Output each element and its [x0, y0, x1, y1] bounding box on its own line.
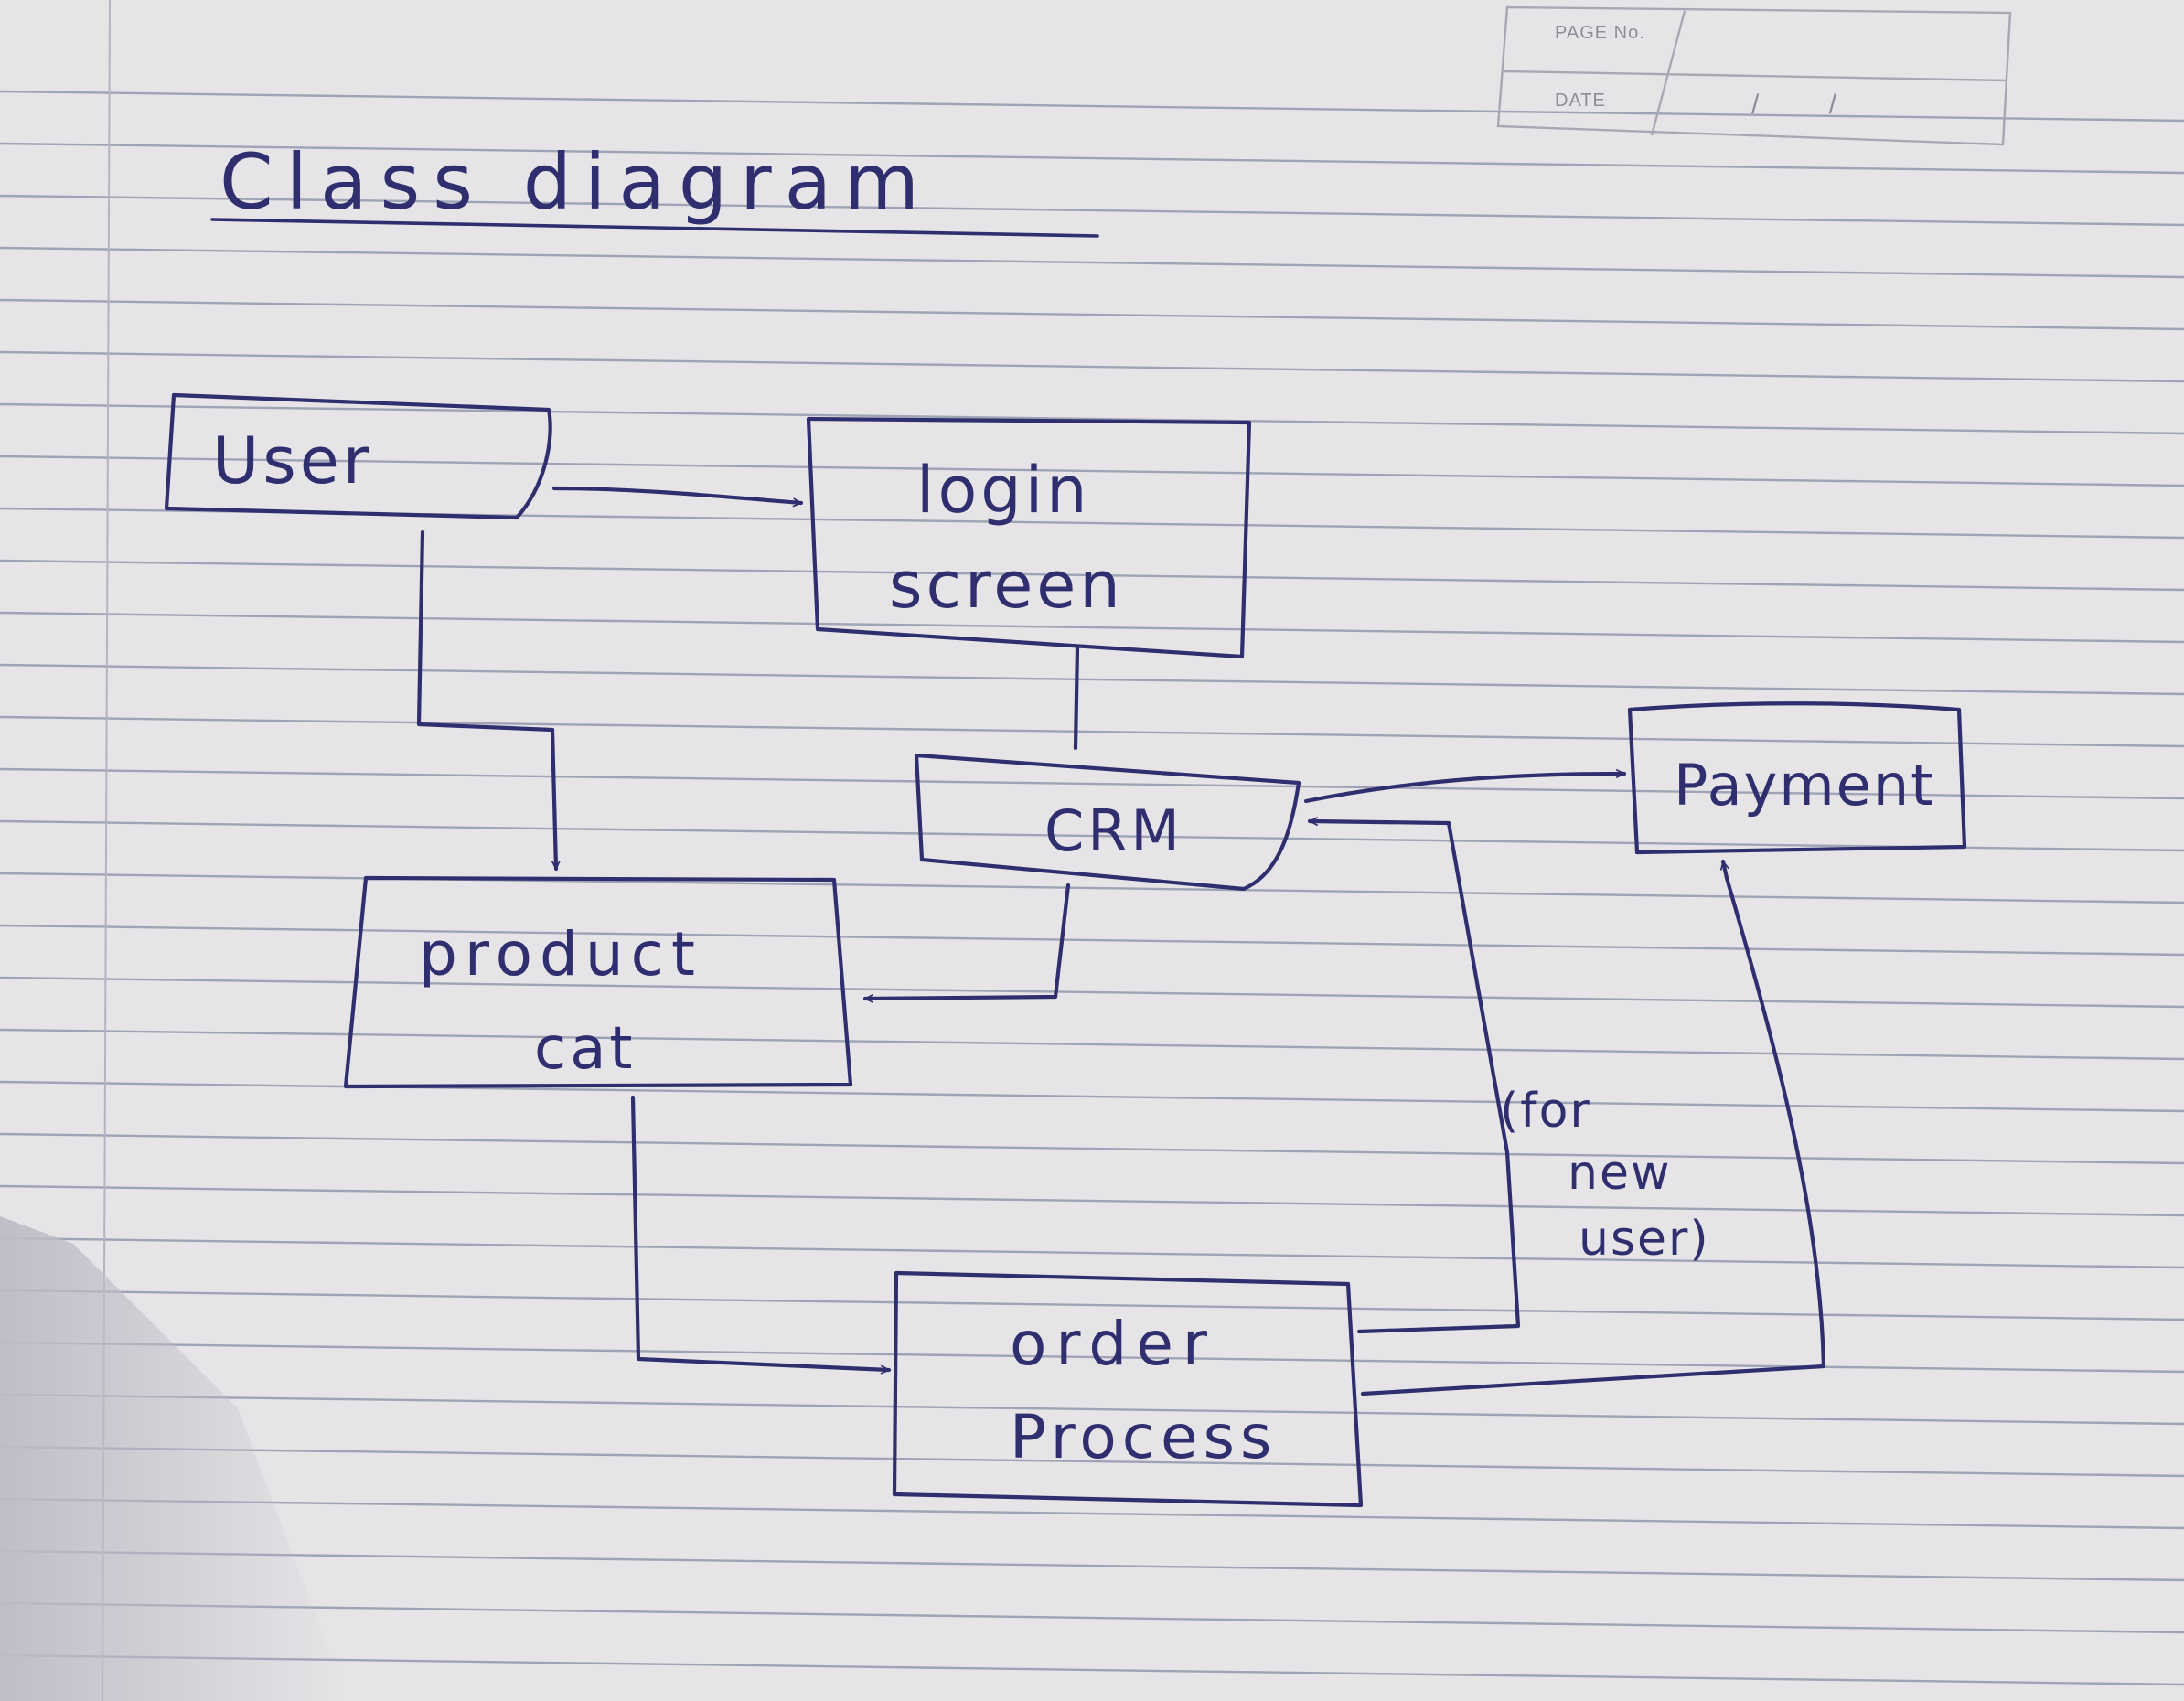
ruled-line — [0, 976, 2184, 1009]
edge-order-payment — [1360, 859, 1826, 1396]
ruled-line — [0, 1549, 2184, 1582]
annotation-line2: new — [1568, 1146, 1671, 1201]
node-login-screen: login screen — [806, 416, 1252, 659]
edge-user-product — [416, 530, 556, 872]
ruled-line — [0, 1028, 2184, 1061]
ruled-line — [0, 402, 2184, 435]
node-login-line1: login — [916, 453, 1091, 528]
annotation-for-new-user: (for new user) — [1500, 1084, 1710, 1267]
page-shadow — [0, 1216, 348, 1701]
ruled-line — [0, 1184, 2184, 1217]
ruled-line — [0, 611, 2184, 644]
ruled-line — [0, 819, 2184, 852]
annotation-line3: user) — [1579, 1212, 1710, 1267]
ruled-line — [0, 194, 2184, 227]
ruled-line — [0, 90, 2184, 123]
diagram-title: Class diagram — [219, 137, 932, 227]
ruled-line — [0, 246, 2184, 279]
edge-crm-product — [862, 883, 1071, 999]
date-label: DATE — [1555, 91, 1606, 111]
node-product-line2: cat — [534, 1015, 637, 1083]
edge-crm-payment — [1303, 774, 1627, 804]
ruled-line — [0, 559, 2184, 592]
ruled-line — [0, 767, 2184, 800]
node-product-line1: product — [419, 919, 702, 990]
node-product-cat: product cat — [343, 875, 853, 1089]
ruled-line — [0, 924, 2184, 957]
ruled-line — [0, 298, 2184, 331]
date-value: / / — [1751, 90, 1868, 120]
node-user: User — [164, 392, 552, 520]
annotation-line1: (for — [1500, 1084, 1591, 1139]
edge-product-order — [630, 1095, 892, 1370]
ruled-line — [0, 663, 2184, 696]
ruled-line — [0, 1236, 2184, 1269]
ruled-line — [0, 455, 2184, 487]
ruled-line — [0, 1080, 2184, 1113]
connectors — [416, 486, 1826, 1396]
ruled-line — [0, 1132, 2184, 1165]
ruled-line — [0, 1497, 2184, 1530]
ruled-line — [0, 1393, 2184, 1426]
node-payment-label: Payment — [1674, 752, 1934, 818]
ruled-line — [0, 1653, 2184, 1686]
edge-user-login — [551, 486, 804, 503]
edge-login-crm — [1073, 645, 1080, 751]
node-login-line2: screen — [889, 548, 1124, 623]
ruled-line — [0, 872, 2184, 904]
node-crm: CRM — [914, 753, 1301, 892]
node-user-label: User — [212, 423, 373, 498]
node-crm-label: CRM — [1044, 797, 1183, 864]
node-order-process: order Process — [892, 1270, 1364, 1508]
page-header-box: PAGE No. DATE / / — [1496, 5, 2012, 146]
ruled-line — [0, 715, 2184, 748]
page-no-label: PAGE No. — [1555, 23, 1645, 43]
ruled-line — [0, 1601, 2184, 1634]
edge-order-crm — [1307, 821, 1521, 1334]
ruled-line — [0, 1445, 2184, 1478]
ruled-line — [0, 142, 2184, 175]
node-payment: Payment — [1627, 701, 1967, 855]
ruled-line — [0, 350, 2184, 383]
title-underline — [210, 218, 1099, 238]
node-order-line1: order — [1010, 1309, 1216, 1379]
node-order-line2: Process — [1010, 1402, 1277, 1472]
